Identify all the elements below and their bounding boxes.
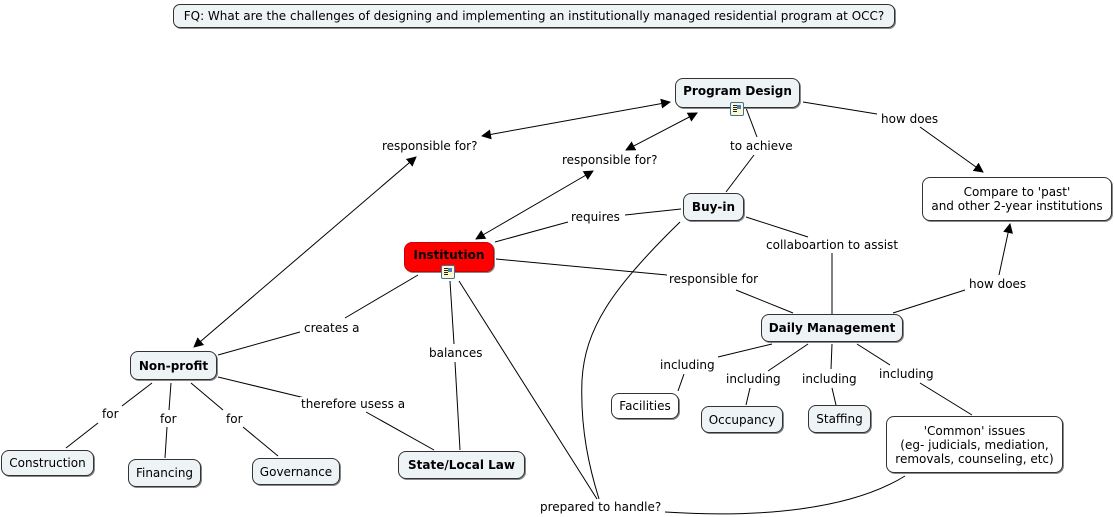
link-label[interactable]: including xyxy=(659,358,716,372)
link-line xyxy=(735,289,794,314)
link-line xyxy=(892,289,966,314)
node-buy-in[interactable]: Buy-in xyxy=(683,193,744,221)
link-line xyxy=(454,361,461,451)
link-label[interactable]: for xyxy=(225,412,244,426)
resource-icon[interactable] xyxy=(730,102,744,116)
link-line xyxy=(745,216,809,238)
link-line xyxy=(193,156,417,348)
link-line xyxy=(217,376,306,399)
link-line xyxy=(65,422,99,449)
node-staffing[interactable]: Staffing xyxy=(808,405,871,433)
node-construction[interactable]: Construction xyxy=(1,450,94,476)
node-compare[interactable]: Compare to 'past' and other 2-year insti… xyxy=(922,177,1112,221)
node-occupancy[interactable]: Occupancy xyxy=(701,406,783,433)
link-line xyxy=(831,387,837,406)
link-line xyxy=(121,382,153,407)
link-label[interactable]: including xyxy=(801,372,858,386)
link-line xyxy=(365,411,435,451)
link-line xyxy=(168,382,172,411)
link-label[interactable]: how does xyxy=(968,277,1028,291)
link-line xyxy=(481,98,671,140)
link-line xyxy=(725,154,755,193)
link-line xyxy=(217,331,301,356)
link-line xyxy=(856,343,891,366)
link-line xyxy=(164,426,168,459)
link-label[interactable]: balances xyxy=(428,346,484,360)
link-label[interactable]: requires xyxy=(570,210,621,224)
node-state-local-law[interactable]: State/Local Law xyxy=(398,451,525,479)
node-daily-management[interactable]: Daily Management xyxy=(761,314,903,342)
link-curve xyxy=(664,475,906,515)
link-line xyxy=(745,387,751,406)
link-line xyxy=(344,274,419,319)
link-label[interactable]: how does xyxy=(880,112,940,126)
link-line xyxy=(190,382,224,411)
link-line xyxy=(745,107,758,138)
node-governance[interactable]: Governance xyxy=(252,458,340,485)
link-label[interactable]: for xyxy=(159,412,178,426)
link-label[interactable]: including xyxy=(878,367,935,381)
link-line xyxy=(767,343,809,372)
node-non-profit[interactable]: Non-profit xyxy=(130,351,217,380)
link-label[interactable]: therefore usess a xyxy=(300,397,407,411)
link-label[interactable]: creates a xyxy=(303,321,361,335)
link-line xyxy=(830,343,833,370)
link-line xyxy=(449,280,455,345)
focus-question-text: FQ: What are the challenges of designing… xyxy=(183,9,885,23)
link-line xyxy=(624,208,682,216)
link-label[interactable]: including xyxy=(725,372,782,386)
link-line xyxy=(998,223,1013,276)
link-line xyxy=(919,126,984,173)
link-line xyxy=(919,382,973,416)
node-financing[interactable]: Financing xyxy=(128,459,201,487)
node-facilities[interactable]: Facilities xyxy=(611,393,679,419)
link-line xyxy=(717,343,773,358)
link-label[interactable]: for xyxy=(101,407,120,421)
link-line xyxy=(475,170,594,240)
focus-question: FQ: What are the challenges of designing… xyxy=(173,4,895,28)
link-label[interactable]: to achieve xyxy=(729,139,794,153)
link-label[interactable]: responsible for? xyxy=(381,139,479,153)
link-line xyxy=(494,221,569,243)
link-line xyxy=(802,101,878,115)
link-line xyxy=(677,373,685,392)
link-line xyxy=(458,280,598,500)
node-common-issues[interactable]: 'Common' issues (eg- judicials, mediatio… xyxy=(886,416,1063,473)
link-label[interactable]: collaboartion to assist xyxy=(765,238,900,252)
link-label[interactable]: responsible for? xyxy=(561,153,659,167)
link-line xyxy=(242,426,279,457)
link-label[interactable]: responsible for xyxy=(668,272,760,286)
resource-icon[interactable] xyxy=(441,265,455,279)
link-curve xyxy=(581,221,681,500)
link-line xyxy=(625,112,698,151)
link-label[interactable]: prepared to handle? xyxy=(539,500,663,514)
link-line xyxy=(495,258,668,276)
